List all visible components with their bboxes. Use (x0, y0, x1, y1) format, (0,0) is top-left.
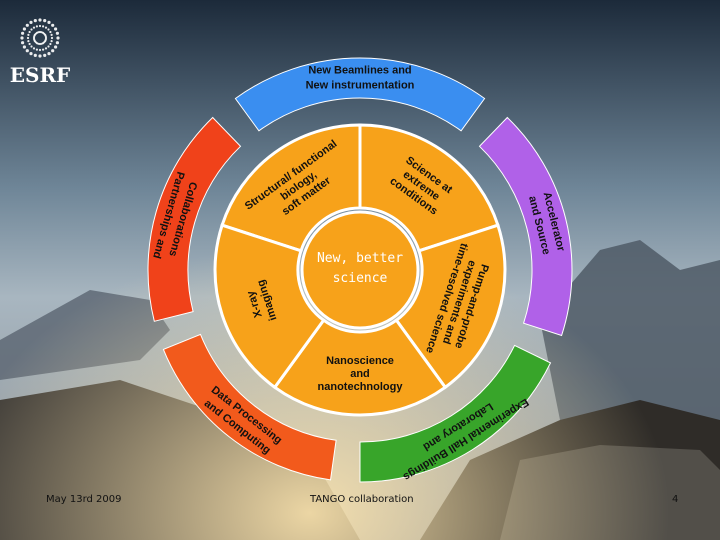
page-number: 4 (672, 494, 679, 505)
footer-date: May 13rd 2009 (46, 494, 122, 505)
center-label-line1: New, better (317, 251, 403, 266)
footer-title: TANGO collaboration (310, 494, 414, 505)
outer-label-beamlines: New Beamlines and (308, 64, 411, 76)
logo-text: ESRF (10, 63, 71, 87)
inner-label-nano: Nanoscience (326, 355, 394, 367)
center-label-line2: science (333, 271, 388, 286)
logo-starburst (20, 18, 60, 58)
center-circle (300, 210, 420, 330)
inner-segment-extreme (358, 123, 500, 253)
inner-segment-nano (272, 318, 448, 417)
outer-segment-data (162, 333, 337, 481)
inner-label-nano: and (350, 368, 370, 380)
outer-label-beamlines: New instrumentation (306, 79, 415, 91)
outer-segment-accelerator (478, 116, 573, 337)
inner-segment-pump-probe (394, 223, 507, 390)
inner-segment-structural (220, 123, 362, 253)
outer-segment-laboratory (359, 344, 552, 483)
inner-label-nano: nanotechnology (318, 381, 404, 393)
esrf-logo: ESRF (10, 18, 71, 87)
outer-segment-beamlines (234, 57, 486, 132)
outer-segment-partnerships (147, 116, 242, 322)
inner-segment-xray (213, 223, 326, 390)
